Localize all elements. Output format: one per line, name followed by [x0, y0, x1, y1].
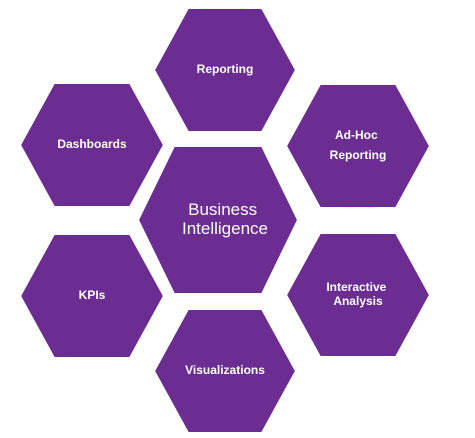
hex-shape-dashboards: [18, 82, 166, 208]
hex-dashboards: Dashboards: [18, 82, 166, 208]
hex-shape-reporting: [152, 7, 298, 133]
hex-shape-interactive-analysis: [284, 232, 432, 358]
reporting-label-line-1: Reporting: [197, 62, 254, 76]
center-label-line-2: Intelligence: [182, 219, 268, 238]
hex-ad-hoc-reporting: Ad-Hoc Reporting: [284, 83, 432, 209]
hex-shape-ad-hoc-reporting: [284, 83, 432, 209]
hex-shape-visualizations: [152, 308, 298, 434]
visualizations-label-line-1: Visualizations: [185, 363, 265, 377]
kpis-label-line-1: KPIs: [79, 288, 106, 302]
hex-label-reporting: Reporting: [197, 62, 254, 76]
hex-label-ad-hoc-reporting: Ad-Hoc Reporting: [330, 128, 387, 162]
hex-shape-kpis: [18, 233, 166, 359]
hex-reporting: Reporting: [152, 7, 298, 133]
interactive-label-line-2: Analysis: [333, 294, 383, 308]
hex-label-visualizations: Visualizations: [185, 363, 265, 377]
hex-label-interactive-analysis: Interactive Analysis: [326, 280, 389, 308]
hex-shape-center: [136, 145, 300, 295]
center-label-line-1: Business: [188, 200, 257, 219]
hex-label-dashboards: Dashboards: [57, 137, 127, 151]
hex-interactive-analysis: Interactive Analysis: [284, 232, 432, 358]
hex-center-business-intelligence: Business Intelligence: [136, 145, 300, 295]
hex-visualizations: Visualizations: [152, 308, 298, 434]
dashboards-label-line-1: Dashboards: [57, 137, 127, 151]
hex-kpis: KPIs: [18, 233, 166, 359]
hex-label-kpis: KPIs: [79, 288, 106, 302]
ad-hoc-label-line-2: Reporting: [330, 148, 387, 162]
ad-hoc-label-line-1: Ad-Hoc: [335, 128, 378, 142]
hex-label-center: Business Intelligence: [182, 200, 268, 238]
interactive-label-line-1: Interactive: [326, 280, 386, 294]
